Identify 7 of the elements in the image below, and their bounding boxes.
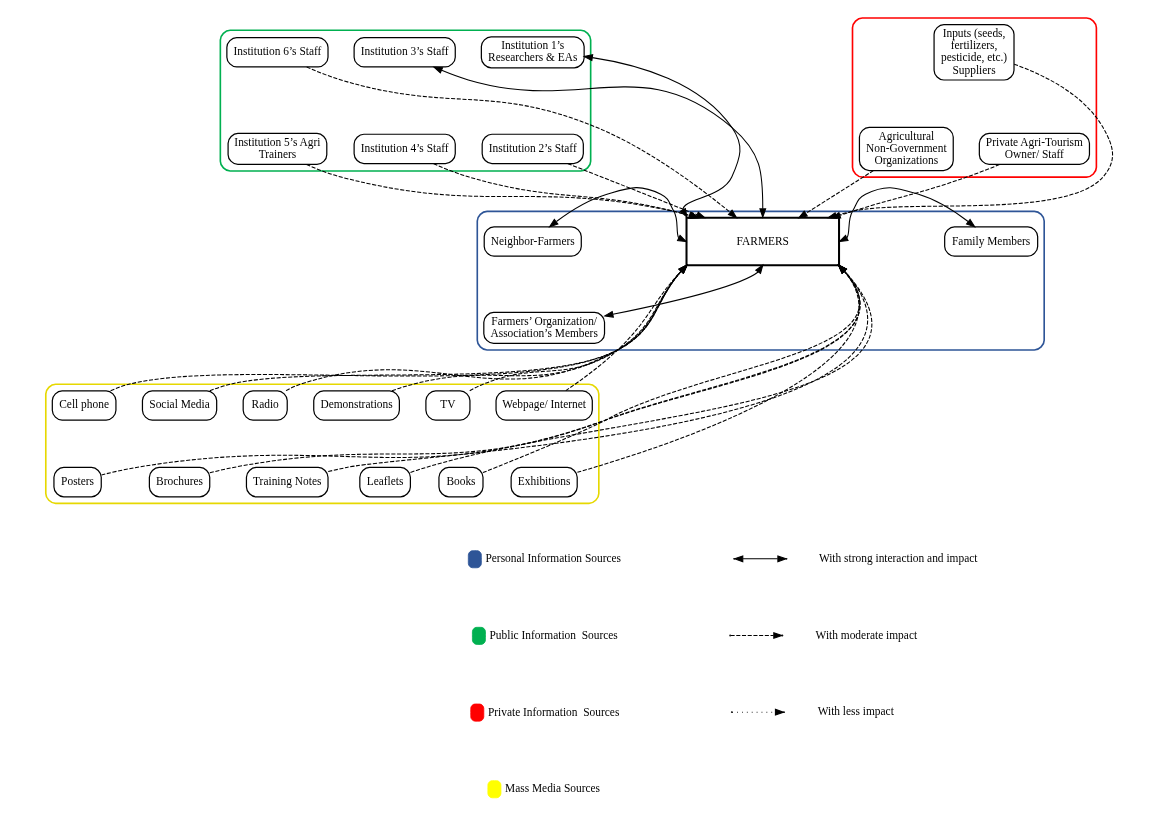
legend-label: Mass Media Sources (504, 782, 600, 795)
legend-label: With strong interaction and impact (818, 551, 977, 564)
legend-label: Personal Information Sources (484, 552, 621, 565)
legend-label: With less impact (817, 705, 894, 718)
legend-label: With moderate impact (815, 628, 917, 641)
legend-label: Private Information Sources (487, 705, 619, 718)
legend-label: Public Information Sources (489, 628, 618, 641)
